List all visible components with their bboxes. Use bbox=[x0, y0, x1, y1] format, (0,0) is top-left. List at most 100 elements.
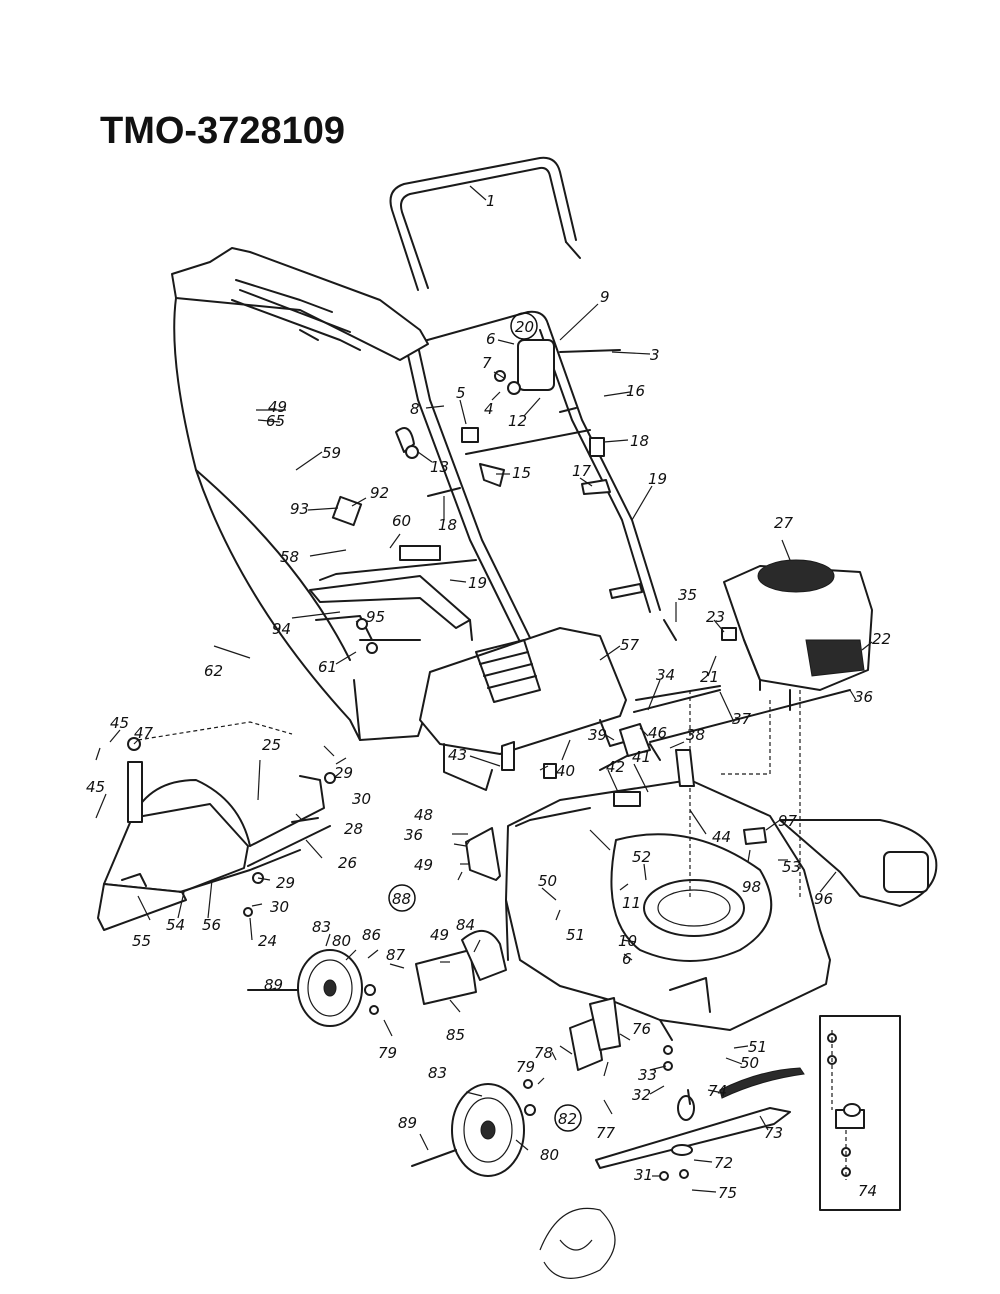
rear-chute bbox=[743, 819, 938, 907]
mower-deck bbox=[505, 743, 831, 1041]
callout-98: 98 bbox=[742, 878, 761, 896]
callout-54: 54 bbox=[166, 916, 185, 934]
callout-7: 7 bbox=[482, 354, 492, 372]
callout-19-handle: 19 bbox=[648, 470, 667, 488]
callout-29-lower: 29 bbox=[276, 874, 295, 892]
blade-adapter-inset bbox=[819, 1015, 901, 1211]
callout-50-lower: 50 bbox=[740, 1054, 759, 1072]
callout-46: 46 bbox=[648, 724, 667, 742]
callout-52: 52 bbox=[632, 848, 651, 866]
callout-85: 85 bbox=[446, 1026, 465, 1044]
callout-51-upper: 51 bbox=[566, 926, 585, 944]
callout-74-inset: 74 bbox=[858, 1182, 877, 1200]
callout-6-deck: 6 bbox=[622, 950, 632, 968]
callout-93: 93 bbox=[290, 500, 309, 518]
callout-57: 57 bbox=[620, 636, 640, 654]
callout-34: 34 bbox=[656, 666, 675, 684]
callout-20: 20 bbox=[515, 318, 534, 336]
leader-lines bbox=[95, 185, 873, 1193]
callout-82: 82 bbox=[558, 1110, 577, 1128]
callout-13: 13 bbox=[430, 458, 449, 476]
callout-40: 40 bbox=[556, 762, 575, 780]
front-wheel bbox=[247, 949, 379, 1027]
callout-77: 77 bbox=[596, 1124, 616, 1142]
callout-28: 28 bbox=[344, 820, 363, 838]
rear-flap bbox=[419, 627, 627, 791]
callout-36-cable: 36 bbox=[854, 688, 873, 706]
callout-94: 94 bbox=[272, 620, 291, 638]
callout-45-upper: 45 bbox=[110, 714, 129, 732]
callout-36-bracket: 36 bbox=[404, 826, 423, 844]
callout-80-rear: 80 bbox=[540, 1146, 559, 1164]
callout-23: 23 bbox=[706, 608, 725, 626]
callout-62: 62 bbox=[204, 662, 223, 680]
callout-45-lower: 45 bbox=[86, 778, 105, 796]
callout-50-upper: 50 bbox=[538, 872, 557, 890]
callout-37: 37 bbox=[732, 710, 752, 728]
callout-labels: 1 3 4 5 6 6 7 8 9 10 11 12 13 15 16 17 1… bbox=[86, 192, 891, 1202]
callout-33: 33 bbox=[638, 1066, 657, 1084]
upper-handle bbox=[389, 156, 581, 291]
callout-60: 60 bbox=[392, 512, 411, 530]
handwritten-mark bbox=[539, 1207, 616, 1279]
callout-22: 22 bbox=[872, 630, 891, 648]
circled-markers bbox=[388, 312, 582, 1132]
cutting-blade bbox=[595, 1045, 805, 1181]
callout-3: 3 bbox=[650, 346, 660, 364]
callout-58: 58 bbox=[280, 548, 299, 566]
callout-88: 88 bbox=[392, 890, 411, 908]
callout-89-rear: 89 bbox=[398, 1114, 417, 1132]
callout-43: 43 bbox=[448, 746, 467, 764]
callout-95: 95 bbox=[366, 608, 385, 626]
callout-78: 78 bbox=[534, 1044, 553, 1062]
callout-84: 84 bbox=[456, 916, 475, 934]
callout-16: 16 bbox=[626, 382, 645, 400]
callout-47: 47 bbox=[134, 724, 154, 742]
callout-15: 15 bbox=[512, 464, 531, 482]
callout-27: 27 bbox=[774, 514, 794, 532]
callout-24: 24 bbox=[258, 932, 277, 950]
callout-9: 9 bbox=[600, 288, 610, 306]
callout-65: 65 bbox=[266, 412, 285, 430]
callout-11: 11 bbox=[622, 894, 641, 912]
callout-6-handle: 6 bbox=[486, 330, 496, 348]
callout-74-main: 74 bbox=[708, 1082, 727, 1100]
callout-18-left: 18 bbox=[438, 516, 457, 534]
callout-12: 12 bbox=[508, 412, 527, 430]
callout-92: 92 bbox=[370, 484, 389, 502]
callout-26: 26 bbox=[338, 854, 357, 872]
side-chute bbox=[97, 721, 336, 931]
callout-48: 48 bbox=[414, 806, 433, 824]
callout-32: 32 bbox=[632, 1086, 651, 1104]
callout-35: 35 bbox=[678, 586, 697, 604]
rear-wheel bbox=[411, 1079, 536, 1177]
callout-72: 72 bbox=[714, 1154, 733, 1172]
callout-53: 53 bbox=[782, 858, 801, 876]
callout-49-lower: 49 bbox=[430, 926, 449, 944]
callout-79-rear: 79 bbox=[516, 1058, 535, 1076]
callout-44: 44 bbox=[712, 828, 731, 846]
callout-49-top: 49 bbox=[268, 398, 287, 416]
diagram-title: TMO-3728109 bbox=[100, 110, 346, 152]
callout-18-right: 18 bbox=[630, 432, 649, 450]
callout-61: 61 bbox=[318, 658, 337, 676]
engine bbox=[721, 559, 873, 711]
callout-73: 73 bbox=[764, 1124, 783, 1142]
callout-76: 76 bbox=[632, 1020, 651, 1038]
callout-87: 87 bbox=[386, 946, 406, 964]
callout-42: 42 bbox=[606, 758, 625, 776]
callout-30-lower: 30 bbox=[270, 898, 289, 916]
callout-5: 5 bbox=[456, 384, 466, 402]
callout-39: 39 bbox=[588, 726, 607, 744]
grass-catcher bbox=[171, 247, 477, 741]
callout-30-upper: 30 bbox=[352, 790, 371, 808]
height-adjusters bbox=[415, 723, 695, 1071]
callout-89-front: 89 bbox=[264, 976, 283, 994]
callout-83-rear: 83 bbox=[428, 1064, 447, 1082]
lower-handle bbox=[405, 310, 661, 651]
callout-17: 17 bbox=[572, 462, 592, 480]
callout-4: 4 bbox=[484, 400, 494, 418]
callout-75: 75 bbox=[718, 1184, 737, 1202]
